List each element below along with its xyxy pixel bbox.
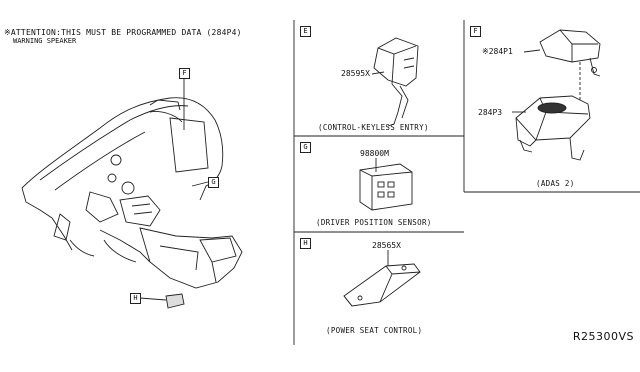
leader-h [139, 297, 167, 301]
panel-h-letter: H [300, 238, 311, 249]
center-console [139, 227, 243, 289]
leader-g [191, 181, 209, 187]
position-sensor-illustration [359, 158, 413, 211]
warning-speaker-note: WARNING SPEAKER [13, 37, 77, 45]
part-h-small [165, 293, 185, 309]
panel-f-part-b: 284P3 [478, 108, 503, 117]
panel-g-letter: G [300, 142, 311, 153]
dashboard-illustration [21, 97, 243, 289]
reference-code: R25300VS [572, 330, 634, 343]
panel-e-caption: (CONTROL-KEYLESS ENTRY) [318, 123, 429, 132]
panel-e-part: 28595X [341, 69, 370, 78]
callout-h: H [130, 293, 141, 304]
panel-f-letter: F [470, 26, 481, 37]
seat-control-illustration [343, 250, 421, 307]
panel-g-caption: (DRIVER POSITION SENSOR) [316, 218, 432, 227]
adas-illustration [512, 29, 601, 161]
panel-h-part: 28565X [372, 241, 401, 250]
dash-panel-front [169, 117, 209, 173]
callout-g: G [208, 177, 219, 188]
panel-g-part: 98800M [360, 149, 389, 158]
panel-f-caption: (ADAS 2) [536, 179, 575, 188]
panel-h-caption: (POWER SEAT CONTROL) [326, 326, 423, 335]
attention-note: ※ATTENTION:THIS MUST BE PROGRAMMED DATA … [4, 28, 242, 37]
keyless-module-illustration [371, 37, 419, 127]
panel-e-letter: E [300, 26, 311, 37]
callout-f: F [179, 68, 190, 79]
panel-f-part-a: ※284P1 [482, 47, 513, 56]
